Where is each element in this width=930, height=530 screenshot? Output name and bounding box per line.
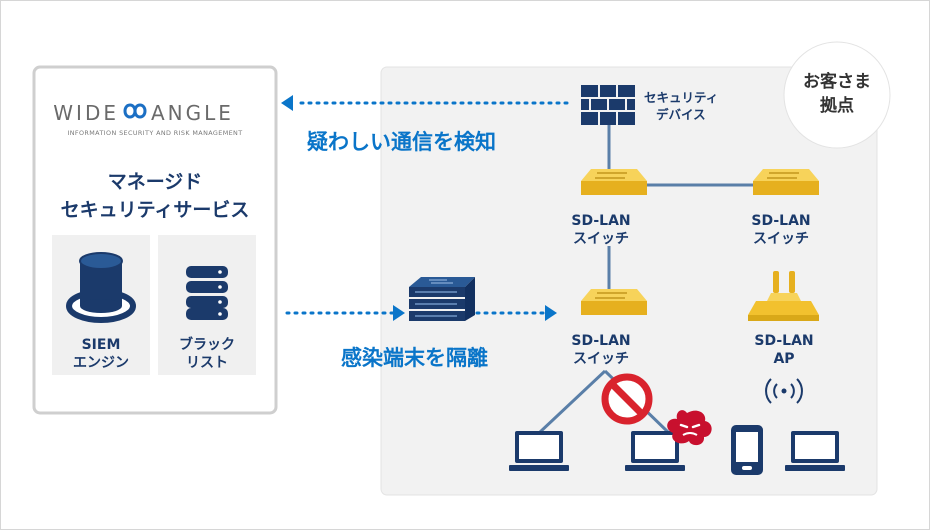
detect-label: 疑わしい通信を検知 xyxy=(307,130,496,154)
link-switch-laptop-left xyxy=(537,369,607,435)
switch-1-label-line1: SD-LAN xyxy=(571,213,630,229)
blacklist-card: ブラック リスト xyxy=(158,235,256,375)
switch-icon xyxy=(581,289,647,315)
switch-1-label-line2: スイッチ xyxy=(573,231,629,247)
ap-label-line2: AP xyxy=(773,351,794,367)
siem-label-line2: エンジン xyxy=(73,355,129,371)
cylinder-icon xyxy=(66,252,136,323)
wifi-signal-icon xyxy=(765,378,803,404)
smartphone-icon xyxy=(731,425,763,475)
logo-wordmark-left: WIDE xyxy=(53,101,119,125)
siem-label-line1: SIEM xyxy=(82,337,121,353)
logo-tagline: INFORMATION SECURITY AND RISK MANAGEMENT xyxy=(67,129,242,137)
laptop-icon xyxy=(509,431,569,471)
switch-2-label-line1: SD-LAN xyxy=(751,213,810,229)
database-icon xyxy=(186,266,228,320)
switch-icon xyxy=(753,169,819,195)
blacklist-label-line2: リスト xyxy=(186,355,228,371)
prohibited-icon xyxy=(601,373,653,425)
switch-3-label-line2: スイッチ xyxy=(573,351,629,367)
customer-site-area xyxy=(380,66,878,496)
security-device-label-line1: セキュリティ xyxy=(644,90,718,105)
laptop-icon xyxy=(785,431,845,471)
detect-arrow xyxy=(281,95,569,111)
security-device-label-line2: デバイス xyxy=(656,107,706,122)
managed-service-title-line2: セキュリティサービス xyxy=(61,199,250,221)
customer-site-badge: お客さま 拠点 xyxy=(783,41,891,149)
logo-wordmark-right: ANGLE xyxy=(151,101,234,125)
site-badge-line2: 拠点 xyxy=(820,95,854,116)
wide-angle-logo: WIDE ANGLE INFORMATION SECURITY AND RISK… xyxy=(53,101,242,137)
logo-mark-icon xyxy=(123,103,147,119)
isolate-label: 感染端末を隔離 xyxy=(341,346,488,370)
siem-engine-card: SIEM エンジン xyxy=(52,235,150,375)
blacklist-label-line1: ブラック xyxy=(179,336,235,353)
site-badge-line1: お客さま xyxy=(803,71,871,92)
firewall-icon xyxy=(581,85,635,125)
access-point-icon xyxy=(748,271,819,321)
laptop-icon-infected xyxy=(625,431,685,471)
isolate-arrow xyxy=(285,305,557,321)
ap-label-line1: SD-LAN xyxy=(754,333,813,349)
switch-icon xyxy=(581,169,647,195)
switch-3-label-line1: SD-LAN xyxy=(571,333,630,349)
network-appliance-icon xyxy=(409,277,475,321)
switch-2-label-line2: スイッチ xyxy=(753,231,809,247)
managed-service-title-line1: マネージド xyxy=(108,171,203,193)
virus-icon xyxy=(667,410,712,446)
